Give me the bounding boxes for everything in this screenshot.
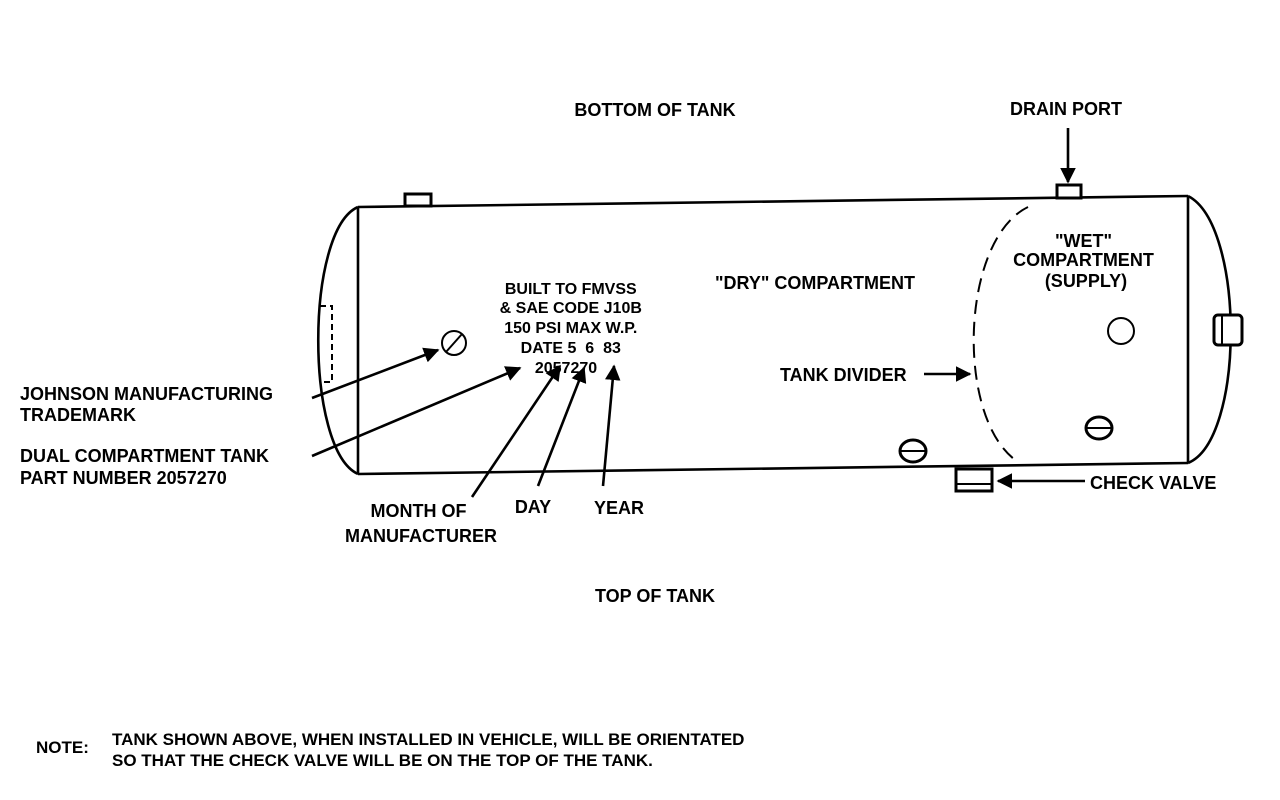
month-arrow (470, 364, 562, 498)
left-end-fitting (320, 305, 333, 383)
day-label: DAY (515, 497, 551, 517)
part-number-label: DUAL COMPARTMENT TANK PART NUMBER 205727… (20, 446, 274, 488)
bottom-fitting-right (1084, 415, 1114, 441)
tank-stamp: BUILT TO FMVSS & SAE CODE J10B 150 PSI M… (500, 281, 647, 377)
year-label: YEAR (594, 498, 644, 518)
dry-compartment-label: "DRY" COMPARTMENT (715, 273, 915, 293)
tank-body (317, 194, 1232, 476)
check-valve-label: CHECK VALVE (1090, 473, 1216, 493)
right-end-fitting (1212, 313, 1244, 347)
drain-port-label: DRAIN PORT (1010, 99, 1122, 119)
tank-divider (972, 206, 1029, 463)
johnson-trademark-symbol (441, 330, 467, 356)
wet-compartment-port (1107, 317, 1135, 345)
note-prefix: NOTE: (36, 738, 89, 757)
note-text: TANK SHOWN ABOVE, WHEN INSTALLED IN VEHI… (112, 730, 749, 770)
bottom-fitting-left (898, 438, 928, 464)
johnson-trademark-label: JOHNSON MANUFACTURING TRADEMARK (20, 384, 278, 425)
bottom-of-tank-label: BOTTOM OF TANK (574, 100, 735, 120)
tank-divider-label: TANK DIVIDER (780, 365, 907, 385)
top-port (403, 192, 433, 208)
check-valve-fitting (954, 467, 994, 493)
trademark-arrow (311, 347, 440, 400)
top-of-tank-label: TOP OF TANK (595, 586, 715, 606)
month-label: MONTH OF MANUFACTURER (345, 501, 497, 546)
wet-compartment-label: "WET" COMPARTMENT (SUPPLY) (1013, 231, 1159, 291)
year-arrow (601, 364, 621, 487)
day-arrow (536, 366, 587, 487)
drain-port-fitting (1055, 183, 1083, 200)
part-number-arrow (311, 366, 522, 458)
